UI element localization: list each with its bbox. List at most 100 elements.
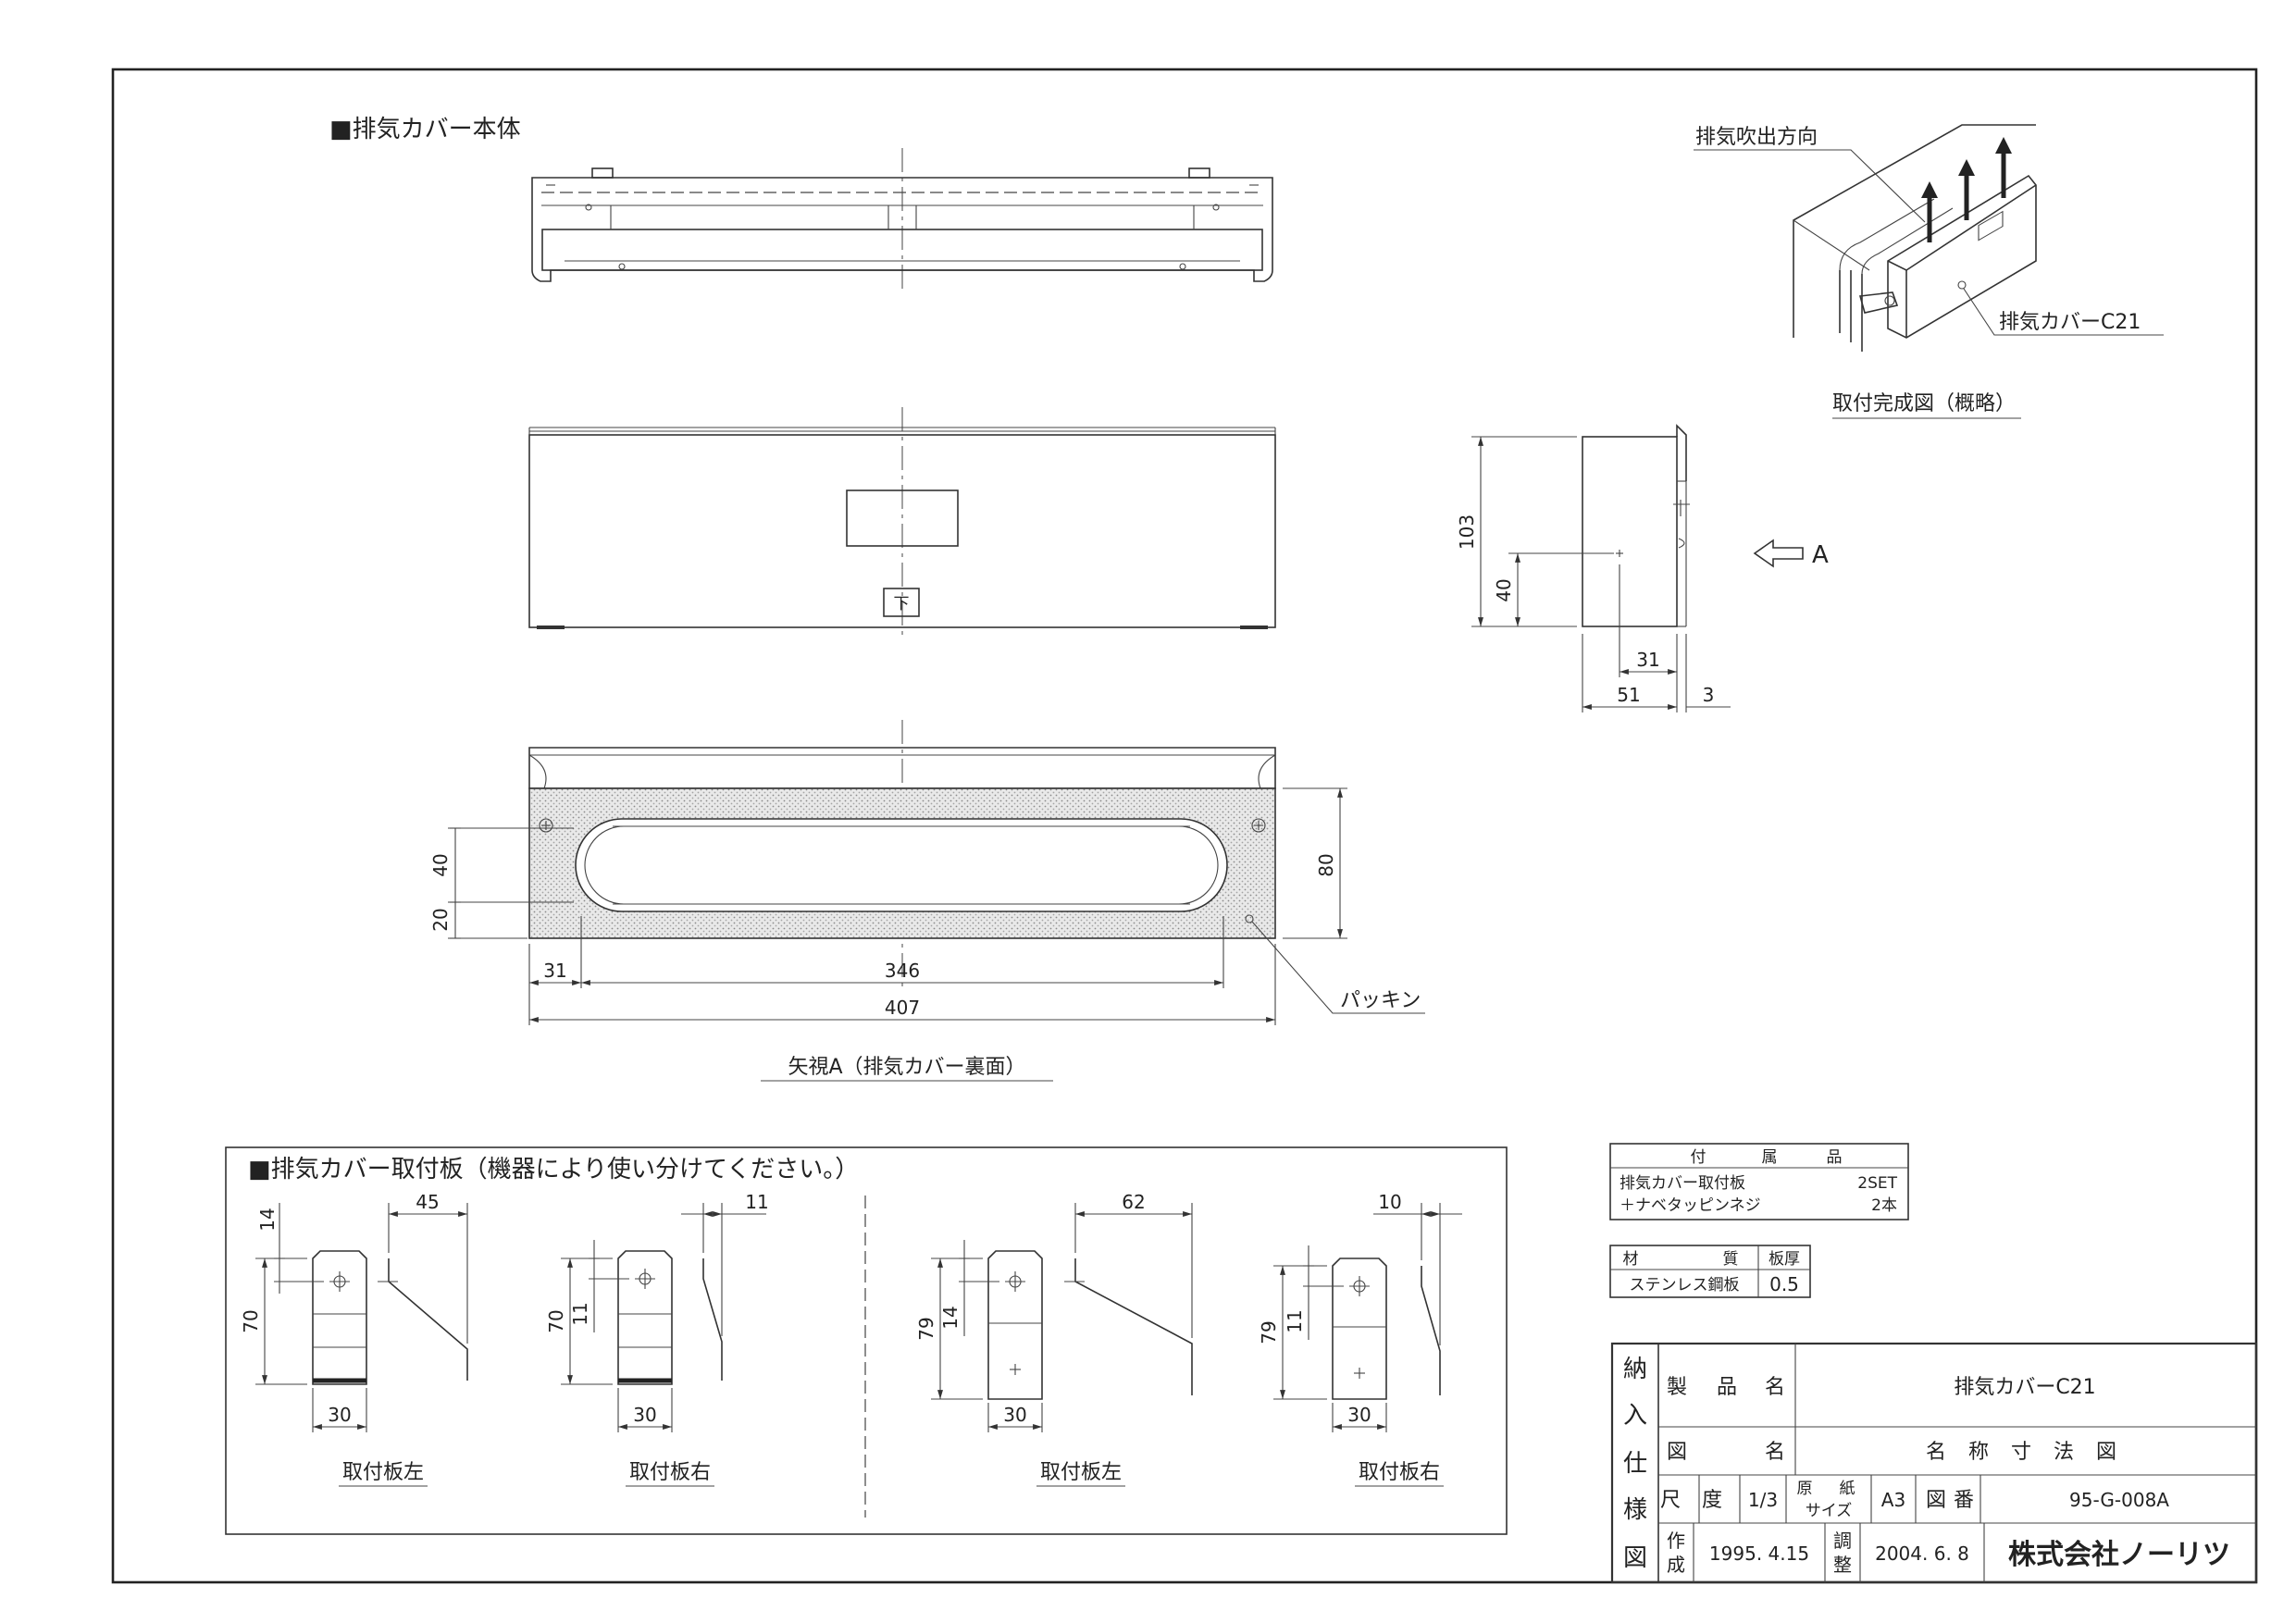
side-view: A [1582,424,1829,627]
side-label-3: 仕 [1623,1450,1647,1478]
acc-row-2-qty: 2本 [1871,1196,1897,1215]
scale-label-2: 度 [1702,1489,1722,1512]
bracket-4-label: 取付板右 [1359,1461,1440,1484]
bracket-3-width: 30 [1003,1404,1026,1426]
front-view: 下 [528,407,1276,638]
scale-value: 1/3 [1748,1489,1778,1511]
side-label-1: 納 [1623,1356,1647,1383]
bracket-4-top: 11 [1284,1309,1306,1332]
sheet-frame [111,68,2258,1584]
material-name: ステンレス鋼板 [1630,1276,1740,1295]
bracket-2-height: 70 [545,1309,567,1332]
bracket-1-label: 取付板左 [342,1461,424,1484]
rear-view-dimensions: 31 346 407 80 40 20 パッキン 矢視A（排気カバー裏面） [429,787,1425,1082]
bracket-3-offset: 62 [1122,1191,1145,1213]
main-body-title: ■排気カバー本体 [329,116,521,143]
acc-row-2-name: ＋ナベタッピンネジ [1620,1196,1761,1215]
paper-label-2: 紙 [1840,1480,1855,1498]
cover-name-label: 排気カバーC21 [1999,311,2141,334]
completed-assembly: 排気吹出方向 排気カバーC21 取付完成図（概略） [1694,124,2164,419]
bracket-1: 70 14 30 45 取付板左 [240,1191,468,1487]
arrow-a-label: A [1812,541,1829,569]
accessories-table: 付 属 品 排気カバー取付板 2SET ＋ナベタッピンネジ 2本 [1609,1143,1909,1220]
product-label-1: 製 [1667,1376,1687,1399]
company-name: 株式会社ノーリツ [2008,1539,2230,1571]
side-dim-3: 3 [1703,684,1715,706]
side-label-2: 入 [1623,1402,1647,1430]
exhaust-direction-arrows [1921,137,2012,242]
mat-header-2: 質 [1723,1250,1739,1269]
down-mark: 下 [894,595,910,613]
side-dim-40: 40 [1493,578,1515,601]
scale-label-1: 尺 [1660,1489,1681,1512]
material-table: 材 質 板厚 ステンレス鋼板 0.5 [1609,1245,1811,1298]
material-thickness: 0.5 [1769,1273,1799,1295]
side-view-dimensions: 103 40 31 51 3 [1456,436,1731,712]
bracket-2-width: 30 [633,1404,656,1426]
side-dim-51: 51 [1617,684,1640,706]
created-date: 1995. 4.15 [1709,1542,1809,1565]
bracket-2-label: 取付板右 [629,1461,711,1484]
bracket-1-top: 14 [256,1208,279,1231]
bracket-4-offset: 10 [1378,1191,1401,1213]
paper-label-3: サイズ [1806,1502,1853,1520]
bracket-2-offset: 11 [745,1191,768,1213]
dim-40: 40 [429,853,452,876]
acc-header-1: 付 [1691,1148,1706,1167]
drawing-label-2: 名 [1765,1441,1785,1464]
created-label-1: 作 [1667,1530,1685,1552]
drawing-number: 95-G-008A [2069,1489,2169,1511]
bracket-4-height: 79 [1258,1320,1280,1344]
paper-value: A3 [1881,1489,1905,1511]
drawing-label-1: 図 [1667,1441,1687,1464]
number-label-1: 図 [1926,1489,1946,1512]
side-label-4: 様 [1623,1496,1647,1524]
acc-header-3: 品 [1827,1148,1843,1167]
side-dim-103: 103 [1456,514,1478,550]
arrow-a-icon [1753,539,1804,568]
rear-view [528,720,1276,990]
top-view [531,148,1273,294]
acc-row-1-qty: 2SET [1857,1174,1897,1193]
completed-title: 取付完成図（概略） [1832,392,2016,415]
packing-label: パッキン [1340,989,1421,1012]
drawing-name-3: 寸 [2011,1441,2031,1464]
bracket-3-label: 取付板左 [1040,1461,1122,1484]
dim-346: 346 [885,960,920,982]
dim-31: 31 [543,960,566,982]
bracket-2: 70 11 30 11 取付板右 [545,1191,769,1487]
bracket-4-width: 30 [1347,1404,1371,1426]
mat-header-1: 材 [1623,1250,1639,1269]
bracket-2-top: 11 [569,1302,591,1325]
bracket-3-height: 79 [915,1317,937,1340]
dim-20: 20 [429,908,452,931]
acc-row-1-name: 排気カバー取付板 [1620,1174,1745,1193]
product-label-2: 品 [1717,1376,1737,1399]
rear-view-title: 矢視A（排気カバー裏面） [788,1056,1025,1079]
exhaust-direction-label: 排気吹出方向 [1695,126,1818,149]
adjusted-label-2: 整 [1833,1554,1852,1576]
bracket-3: 79 14 30 62 取付板左 [915,1191,1193,1487]
created-label-2: 成 [1667,1554,1685,1576]
paper-label-1: 原 [1797,1480,1813,1498]
drawing-name-5: 図 [2096,1441,2116,1464]
exhaust-opening [575,818,1228,912]
mounting-plate-box [225,1146,1508,1535]
bracket-1-height: 70 [240,1309,262,1332]
adjusted-label-1: 調 [1833,1530,1852,1552]
bracket-1-offset: 45 [416,1191,439,1213]
side-dim-31: 31 [1636,649,1659,671]
bracket-4: 79 11 30 10 取付板右 [1258,1191,1462,1487]
product-label-3: 名 [1765,1376,1785,1399]
drawing-name-4: 法 [2054,1441,2074,1464]
product-name: 排気カバーC21 [1954,1376,2095,1399]
title-block: 納 入 仕 様 図 製 品 名 排気カバーC21 図 名 名 称 寸 法 図 尺… [1610,1342,2258,1584]
drawing-name-1: 名 [1926,1441,1946,1464]
bracket-3-top: 14 [939,1306,962,1329]
side-label-5: 図 [1623,1544,1647,1572]
dim-80: 80 [1315,853,1337,876]
mounting-plate-title: ■排気カバー取付板（機器により使い分けてください。） [248,1156,859,1183]
thk-header: 板厚 [1769,1250,1800,1269]
dim-407: 407 [885,997,920,1019]
